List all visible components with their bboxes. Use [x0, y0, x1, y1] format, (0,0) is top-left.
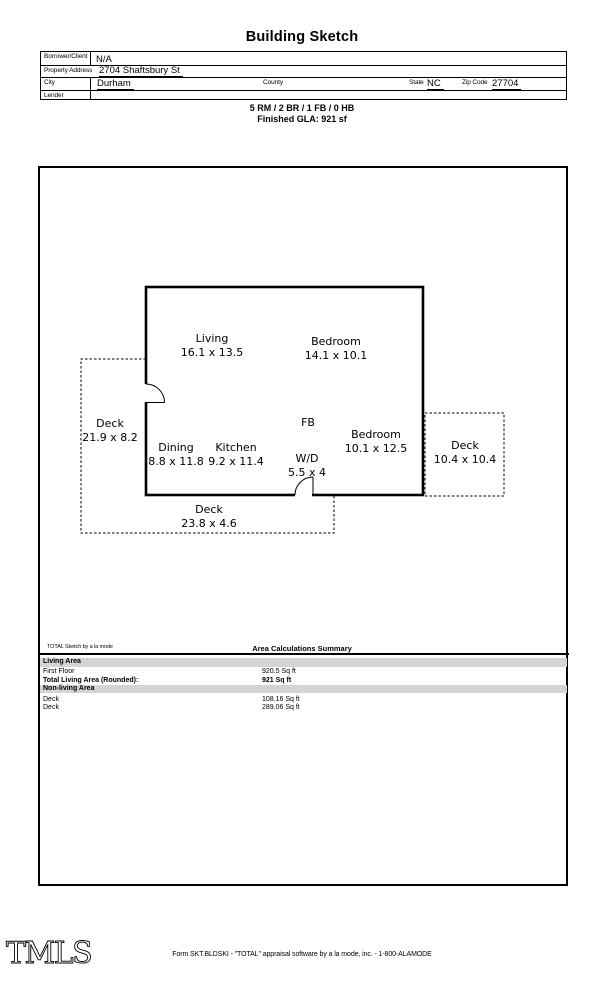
room-label-bedroom-bottom: Bedroom 10.1 x 12.5 — [345, 428, 408, 456]
bottom-door-opening — [295, 492, 312, 498]
room-dims: 10.1 x 12.5 — [344, 442, 408, 455]
room-name: Dining — [158, 441, 194, 454]
room-dims: 8.8 x 11.8 — [148, 455, 204, 468]
total-sketch-branding: TOTAL Sketch by a la mode — [47, 644, 113, 650]
state-value: NC — [427, 78, 444, 90]
section-divider — [38, 653, 569, 656]
sketch-border-box — [38, 166, 568, 886]
area-row-label: Deck — [43, 695, 59, 703]
nonliving-area-section-header: Non-living Area — [40, 684, 567, 694]
form-footer-text: Form SKT.BLDSKI - "TOTAL" appraisal soft… — [172, 951, 432, 958]
room-dims: 16.1 x 13.5 — [180, 346, 244, 359]
area-row-label: Total Living Area (Rounded): — [43, 676, 139, 684]
room-label-kitchen: Kitchen 9.2 x 11.4 — [208, 441, 264, 469]
room-name: Living — [195, 332, 229, 345]
room-dims: 14.1 x 10.1 — [304, 349, 368, 362]
room-count-summary: 5 RM / 2 BR / 1 FB / 0 HB — [249, 103, 355, 113]
room-name: Deck — [451, 439, 479, 452]
property-info-table: Borrower/Client N/A Property Address 270… — [40, 51, 567, 100]
table-row-city: City Durham County State NC Zip Code 277… — [41, 77, 566, 91]
zip-label: Zip Code — [462, 79, 488, 86]
room-label-living: Living 16.1 x 13.5 — [181, 332, 244, 360]
address-value: 2704 Shaftsbury St — [99, 65, 183, 77]
area-row-deck-2: Deck 289.06 Sq ft — [43, 704, 563, 713]
room-name: Kitchen — [215, 441, 257, 454]
gla-summary: Finished GLA: 921 sf — [257, 114, 347, 124]
room-name: Deck — [96, 417, 124, 430]
lender-label: Lender — [44, 91, 64, 99]
area-row-label: Deck — [43, 704, 59, 711]
table-row-address: Property Address 2704 Shaftsbury St — [41, 64, 566, 79]
door-swing-arc — [145, 383, 165, 403]
room-dims: 5.5 x 4 — [288, 466, 326, 479]
room-dims: 23.8 x 4.6 — [181, 517, 237, 530]
living-area-section-header: Living Area — [40, 658, 567, 667]
area-row-label: First Floor — [43, 667, 75, 675]
table-row-lender: Lender — [41, 89, 566, 100]
room-dims: 9.2 x 11.4 — [208, 455, 264, 468]
area-row-deck-1: Deck 108.16 Sq ft — [43, 696, 563, 705]
tmls-logo: TMLS — [6, 936, 94, 972]
area-calculations-title: Area Calculations Summary — [252, 644, 352, 653]
room-dims: 21.9 x 8.2 — [82, 431, 138, 444]
room-label-dining: Dining 8.8 x 11.8 — [148, 441, 204, 469]
page-title: Building Sketch — [245, 29, 359, 45]
column-divider — [90, 78, 91, 91]
address-label: Property Address — [44, 66, 93, 74]
room-name: Deck — [195, 503, 223, 516]
area-row-value: 920.5 Sq ft — [262, 667, 296, 675]
area-row-first-floor: First Floor 920.5 Sq ft — [43, 668, 563, 677]
door-swing-arc — [294, 476, 314, 496]
city-value: Durham — [97, 78, 134, 90]
tmls-logo-text: TMLS — [6, 936, 91, 971]
deck-dashed-outline — [80, 358, 335, 534]
borrower-value: N/A — [96, 53, 112, 65]
room-label-wd: W/D 5.5 x 4 — [288, 452, 326, 480]
column-divider — [90, 52, 91, 65]
area-row-value: 921 Sq ft — [262, 676, 292, 684]
table-row-borrower: Borrower/Client N/A — [41, 52, 566, 65]
room-label-deck-left: Deck 21.9 x 8.2 — [82, 417, 138, 445]
room-label-fb: FB — [301, 416, 315, 430]
room-name: FB — [301, 416, 315, 429]
column-divider — [90, 90, 91, 100]
room-name: W/D — [295, 452, 319, 465]
room-label-deck-right: Deck 10.4 x 10.4 — [434, 439, 497, 467]
room-dims: 10.4 x 10.4 — [433, 453, 497, 466]
room-label-bedroom-top: Bedroom 14.1 x 10.1 — [305, 335, 368, 363]
area-row-value: 289.06 Sq ft — [262, 704, 300, 711]
borrower-label: Borrower/Client — [44, 53, 88, 60]
state-label: State — [409, 79, 424, 86]
room-name: Bedroom — [351, 428, 401, 441]
area-row-total-living: Total Living Area (Rounded): 921 Sq ft — [43, 677, 563, 686]
zip-value: 27704 — [492, 78, 522, 90]
left-door-opening — [143, 384, 149, 402]
room-name: Bedroom — [311, 335, 361, 348]
county-label: County — [263, 79, 283, 86]
city-label: City — [44, 79, 55, 86]
area-row-value: 108.16 Sq ft — [262, 695, 300, 703]
room-label-deck-bottom: Deck 23.8 x 4.6 — [181, 503, 237, 531]
